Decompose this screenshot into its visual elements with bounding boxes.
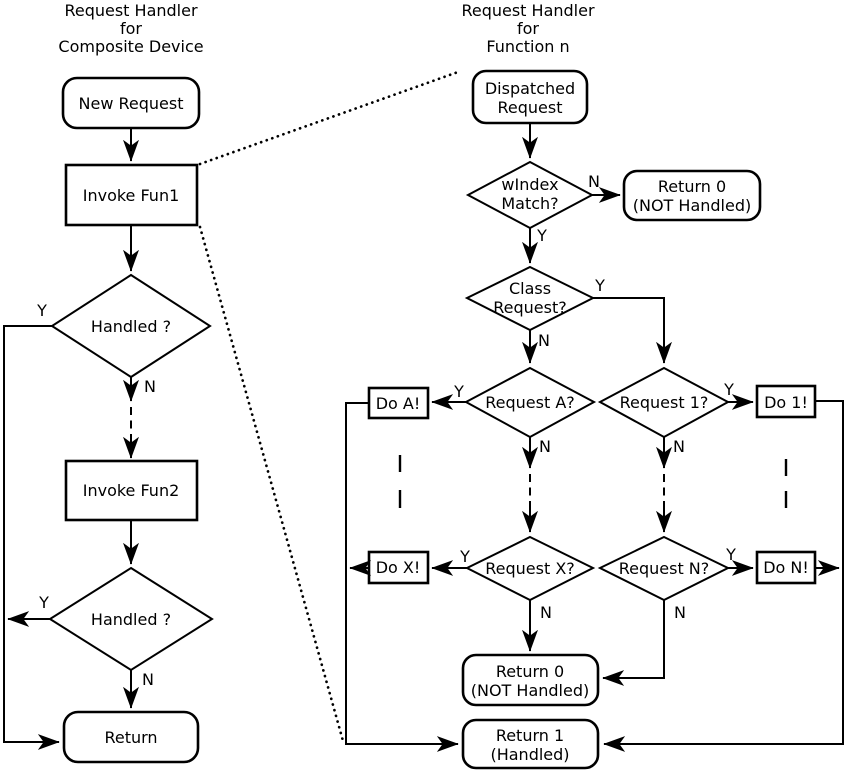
left-title-line-1: Request Handler bbox=[64, 1, 198, 20]
return1-node bbox=[461, 718, 600, 770]
windex-no-label: N bbox=[588, 172, 600, 191]
dispatched-request-label-line-1: Dispatched bbox=[485, 79, 575, 98]
return0-top-node bbox=[622, 169, 762, 222]
windex-match-label-line-1: wIndex bbox=[501, 175, 558, 194]
right-title-line-1: Request Handler bbox=[461, 1, 595, 20]
request-1-no-label: N bbox=[673, 437, 685, 456]
right-title-line-3: Function n bbox=[486, 37, 569, 56]
invoke-fun1-node bbox=[64, 163, 199, 227]
right-chart-title: Request Handler for Function n bbox=[461, 1, 595, 56]
request-x-label: Request X? bbox=[485, 559, 575, 578]
right-title-line-2: for bbox=[517, 19, 539, 38]
do-a-node bbox=[367, 386, 430, 420]
zoom-dotted-line-bottom bbox=[198, 225, 345, 743]
new-request-label: New Request bbox=[79, 94, 184, 113]
edge-handled1-yes-rail-to-return bbox=[3, 325, 60, 750]
return0-bottom-node bbox=[461, 653, 600, 707]
return0-top-label-line-1: Return 0 bbox=[658, 177, 726, 196]
class-request-no-label: N bbox=[538, 331, 550, 350]
request-n-yes-label: Y bbox=[725, 545, 736, 564]
handled2-no-label: N bbox=[142, 670, 154, 689]
do-a-label: Do A! bbox=[376, 394, 421, 413]
right-rail-to-return1 bbox=[603, 400, 844, 752]
return1-label-line-2: (Handled) bbox=[490, 745, 569, 764]
invoke-fun2-label: Invoke Fun2 bbox=[83, 481, 180, 500]
handled2-yes-label: Y bbox=[38, 593, 49, 612]
zoom-dotted-line-top bbox=[198, 70, 460, 166]
invoke-fun1-label: Invoke Fun1 bbox=[83, 186, 180, 205]
invoke-fun2-node bbox=[64, 459, 199, 522]
request-n-no-label: N bbox=[674, 603, 686, 622]
edge-class-yes-to-request1 bbox=[593, 297, 672, 364]
handled2-label: Handled ? bbox=[91, 610, 171, 629]
request-n-label: Request N? bbox=[619, 559, 710, 578]
left-flowchart: Request Handler for Composite Device New… bbox=[3, 1, 214, 764]
edge-requestn-no-to-return0 bbox=[602, 600, 665, 686]
handled1-yes-label: Y bbox=[36, 301, 47, 320]
return0-bottom-label-line-1: Return 0 bbox=[496, 662, 564, 681]
request-a-yes-label: Y bbox=[453, 382, 464, 401]
left-chart-title: Request Handler for Composite Device bbox=[58, 1, 203, 56]
return0-bottom-label-line-2: (NOT Handled) bbox=[471, 681, 589, 700]
handled1-no-label: N bbox=[144, 377, 156, 396]
dispatched-request-label-line-2: Request bbox=[498, 98, 563, 117]
request-1-yes-label: Y bbox=[723, 380, 734, 399]
request-x-yes-label: Y bbox=[459, 547, 470, 566]
class-request-label-line-1: Class bbox=[509, 279, 551, 298]
windex-match-label-line-2: Match? bbox=[501, 194, 558, 213]
do-x-label: Do X! bbox=[376, 558, 421, 577]
return-label: Return bbox=[104, 728, 157, 747]
left-title-line-3: Composite Device bbox=[58, 37, 203, 56]
request-1-label: Request 1? bbox=[620, 393, 709, 412]
class-request-yes-label: Y bbox=[594, 276, 605, 295]
request-x-no-label: N bbox=[540, 603, 552, 622]
return0-top-label-line-2: (NOT Handled) bbox=[633, 196, 751, 215]
return1-label-line-1: Return 1 bbox=[496, 726, 564, 745]
left-rail-to-return1 bbox=[345, 402, 459, 752]
request-a-no-label: N bbox=[539, 437, 551, 456]
windex-yes-label: Y bbox=[536, 226, 547, 245]
zoom-connector-lines bbox=[198, 70, 460, 743]
class-request-label-line-2: Request? bbox=[493, 298, 566, 317]
right-flowchart: Request Handler for Function n Dispatche… bbox=[345, 1, 844, 770]
left-title-line-2: for bbox=[120, 19, 142, 38]
do-1-label: Do 1! bbox=[764, 393, 808, 412]
do-n-label: Do N! bbox=[763, 558, 809, 577]
handled1-label: Handled ? bbox=[91, 317, 171, 336]
request-a-label: Request A? bbox=[485, 393, 575, 412]
do-x-node bbox=[367, 550, 430, 585]
return-node bbox=[62, 710, 200, 764]
